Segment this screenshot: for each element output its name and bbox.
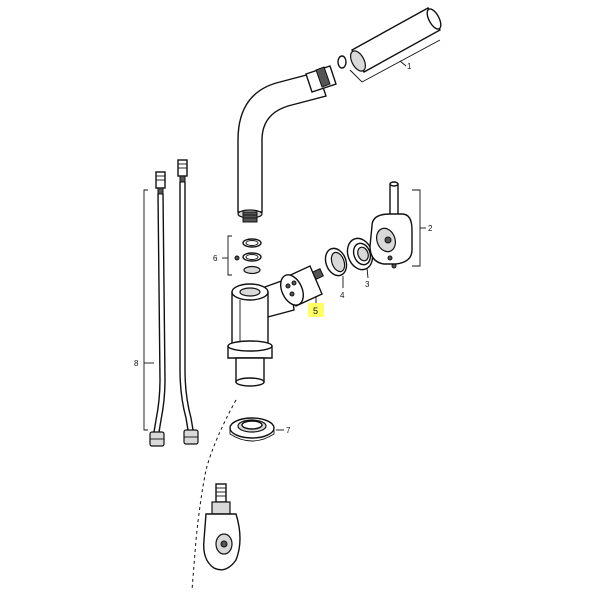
label-part-1: 1 [407, 62, 412, 71]
label-part-4: 4 [340, 291, 345, 300]
label-part-5-highlight [308, 303, 324, 317]
part-6-seal-set [222, 235, 262, 276]
label-part-3: 3 [365, 280, 370, 289]
label-part-2: 2 [428, 224, 433, 233]
part-7-mounting-ring [229, 417, 284, 442]
lower-valve-fitting [203, 483, 241, 571]
part-4-ring [324, 247, 348, 288]
part-1-spout [237, 7, 442, 223]
label-part-8: 8 [134, 359, 139, 368]
part-8-supply-hoses [143, 159, 199, 447]
part-5-cartridge [279, 265, 324, 307]
label-part-6: 6 [213, 254, 218, 263]
label-part-5: 5 [313, 306, 318, 316]
part-2-lever-handle [369, 181, 426, 269]
label-part-7: 7 [286, 426, 291, 435]
